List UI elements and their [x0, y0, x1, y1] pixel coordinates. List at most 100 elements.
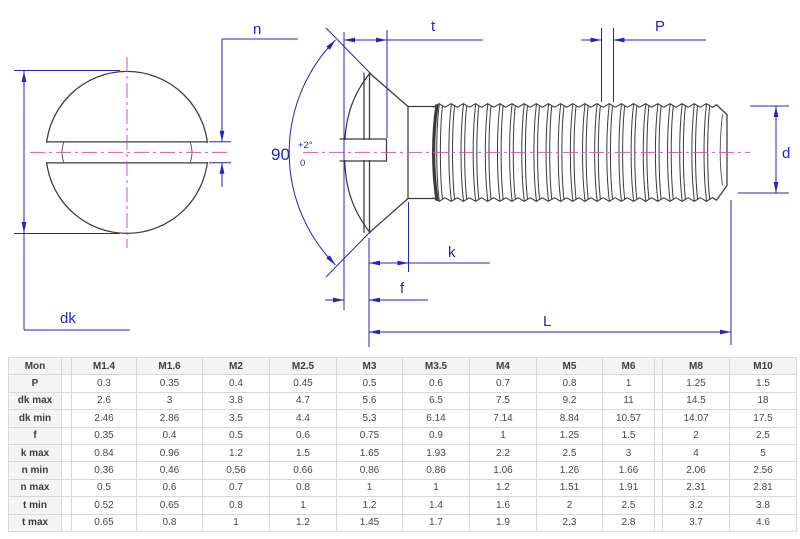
table-cell: 2.3 [536, 513, 603, 532]
table-cell: 5 [729, 443, 797, 463]
column-header: M8 [662, 356, 730, 376]
table-cell: 1 [336, 478, 403, 498]
table-cell: 3.2 [662, 496, 730, 515]
table-cell: 1.65 [336, 443, 403, 463]
column-header: M2 [202, 356, 270, 376]
table-cell: 1 [402, 478, 470, 498]
table-cell: 11 [602, 391, 655, 411]
table-cell: 2.5 [602, 496, 655, 515]
table-cell: 1.4 [402, 496, 470, 515]
dimensions: dk n t P d k f L 90 +2° 0 [14, 18, 790, 347]
dim-label-k: k [448, 244, 456, 261]
table-cell: 1.5 [269, 443, 337, 463]
angle-dimension [288, 27, 372, 278]
table-cell: 2.56 [729, 461, 797, 480]
table-cell: 3.8 [202, 391, 270, 411]
table-cell: 1.66 [602, 461, 655, 480]
spacer-cell [61, 391, 72, 411]
dim-label-n: n [253, 21, 261, 38]
spacer-cell [654, 374, 663, 393]
table-cell: 1.5 [602, 426, 655, 445]
table-cell: 1.51 [536, 478, 603, 498]
table-cell: 1.25 [536, 426, 603, 445]
table-cell: 1.7 [402, 513, 470, 532]
table-cell: 1 [469, 426, 537, 445]
table-cell: 2.5 [536, 443, 603, 463]
spacer-cell [61, 461, 72, 480]
table-cell: 3.8 [729, 496, 797, 515]
spacer-cell [654, 426, 663, 445]
table-cell: 1.2 [469, 478, 537, 498]
table-cell: 3 [136, 391, 203, 411]
table-cell: 3.7 [662, 513, 730, 532]
row-label: n max [8, 478, 62, 498]
table-cell: 0.56 [202, 461, 270, 480]
table-cell: 1 [602, 374, 655, 393]
column-header: M2.5 [269, 356, 337, 376]
table-cell: 0.65 [136, 496, 203, 515]
table-cell: 6.5 [402, 391, 470, 411]
table-cell: 0.8 [536, 374, 603, 393]
table-cell: 1.2 [336, 496, 403, 515]
table-cell: 4.7 [269, 391, 337, 411]
table-cell: 1.45 [336, 513, 403, 532]
slot-notch [339, 138, 388, 162]
table-cell: 0.9 [402, 426, 470, 445]
table-cell: 2.81 [729, 478, 797, 498]
table-cell: 3 [602, 443, 655, 463]
table-cell: 4.4 [269, 409, 337, 428]
table-cell: 0.35 [71, 426, 137, 445]
table-cell: 1.25 [662, 374, 730, 393]
table-cell: 0.86 [336, 461, 403, 480]
table-cell: 4 [662, 443, 730, 463]
spacer-cell [654, 513, 663, 532]
table-cell: 1 [269, 496, 337, 515]
table-cell: 0.8 [136, 513, 203, 532]
table-cell: 0.5 [336, 374, 403, 393]
table-cell: 0.35 [136, 374, 203, 393]
table-cell: 0.6 [136, 478, 203, 498]
table-cell: 0.65 [71, 513, 137, 532]
table-cell: 1.6 [469, 496, 537, 515]
dim-label-dk: dk [60, 310, 76, 327]
center-lines [30, 57, 750, 248]
spacer-cell [61, 374, 72, 393]
table-cell: 2.06 [662, 461, 730, 480]
table-cell: 14.5 [662, 391, 730, 411]
table-cell: 1.26 [536, 461, 603, 480]
spacer-cell [61, 496, 72, 515]
dim-label-f: f [400, 280, 405, 297]
column-header: M3 [336, 356, 403, 376]
table-cell: 1.9 [469, 513, 537, 532]
table-cell: 6.14 [402, 409, 470, 428]
dimension-arrows [21, 37, 779, 335]
spacer-cell [654, 496, 663, 515]
table-cell: 5.3 [336, 409, 403, 428]
table-cell: 2.2 [469, 443, 537, 463]
table-cell: 2.6 [71, 391, 137, 411]
spacer-cell [654, 443, 663, 463]
table-cell: 3.5 [202, 409, 270, 428]
row-label: dk min [8, 409, 62, 428]
spacer-cell [61, 478, 72, 498]
shank-outline [407, 105, 435, 200]
table-cell: 0.84 [71, 443, 137, 463]
table-cell: 7.14 [469, 409, 537, 428]
table-cell: 1.2 [202, 443, 270, 463]
table-cell: 0.36 [71, 461, 137, 480]
thread-end-flank [719, 114, 723, 186]
table-cell: 0.3 [71, 374, 137, 393]
row-label: k max [8, 443, 62, 463]
spacer-cell [61, 409, 72, 428]
spacer-cell [654, 409, 663, 428]
spacer-cell [61, 426, 72, 445]
column-header: M6 [602, 356, 655, 376]
table-cell: 0.75 [336, 426, 403, 445]
